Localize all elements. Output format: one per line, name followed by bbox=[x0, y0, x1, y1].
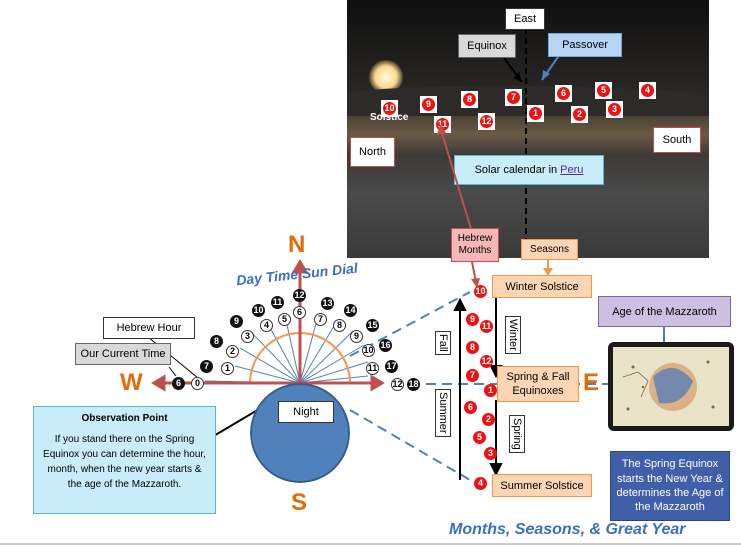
hour-white-7: 7 bbox=[314, 313, 327, 326]
winter-solstice-label: Winter Solstice bbox=[492, 275, 592, 298]
hour-black-15: 15 bbox=[366, 319, 379, 332]
passover-label: Passover bbox=[548, 33, 622, 57]
hour-black-12: 12 bbox=[293, 289, 306, 302]
hour-white-8: 8 bbox=[333, 319, 346, 332]
hour-black-10: 10 bbox=[252, 304, 265, 317]
month-marker-10: 10 bbox=[474, 285, 487, 298]
photo-marker-4: 4 bbox=[641, 84, 654, 97]
hour-black-17: 17 bbox=[385, 360, 398, 373]
photo-marker-5: 5 bbox=[597, 84, 610, 97]
hour-white-11: 11 bbox=[366, 362, 379, 375]
hour-white-12: 12 bbox=[391, 378, 404, 391]
hour-white-2: 2 bbox=[226, 345, 239, 358]
hour-white-1: 1 bbox=[221, 362, 234, 375]
summer-solstice-label: Summer Solstice bbox=[492, 474, 592, 497]
summer-label: Summer bbox=[435, 389, 451, 437]
observation-body: If you stand there on the Spring Equinox… bbox=[43, 434, 206, 490]
month-marker-1: 1 bbox=[484, 384, 497, 397]
photo-marker-7: 7 bbox=[507, 91, 520, 104]
solstice-text: Solstice bbox=[370, 112, 409, 123]
month-marker-4: 4 bbox=[474, 477, 487, 490]
seasons-label: Seasons bbox=[521, 239, 578, 260]
photo-marker-6: 6 bbox=[557, 87, 570, 100]
hour-white-9: 9 bbox=[350, 330, 363, 343]
month-marker-11: 11 bbox=[480, 320, 493, 333]
hour-white-10: 10 bbox=[362, 344, 375, 357]
east-label: East bbox=[505, 8, 545, 30]
photo-marker-10: 10 bbox=[383, 102, 396, 115]
mazzaroth-age-label: Age of the Mazzaroth bbox=[598, 296, 731, 327]
compass-north: N bbox=[288, 231, 306, 258]
hour-white-6: 6 bbox=[293, 306, 306, 319]
night-label: Night bbox=[278, 401, 334, 423]
spring-label: Spring bbox=[509, 415, 525, 453]
hour-white-4: 4 bbox=[260, 319, 273, 332]
hour-white-5: 5 bbox=[278, 313, 291, 326]
equinoxes-label: Spring & Fall Equinoxes bbox=[497, 366, 579, 402]
month-marker-3: 3 bbox=[484, 447, 497, 460]
fall-label: Fall bbox=[435, 331, 451, 355]
footer-title: Months, Seasons, & Great Year bbox=[449, 521, 686, 538]
observation-title: Observation Point bbox=[81, 413, 168, 424]
compass-west: W bbox=[120, 369, 143, 396]
month-marker-8: 8 bbox=[466, 341, 479, 354]
hour-black-9: 9 bbox=[230, 315, 243, 328]
winter-label: Winter bbox=[505, 316, 521, 354]
night-circle bbox=[250, 383, 350, 483]
observation-box: Observation Point If you stand there on … bbox=[33, 406, 216, 514]
month-marker-5: 5 bbox=[473, 431, 486, 444]
photo-marker-2: 2 bbox=[573, 108, 586, 121]
photo-overlay bbox=[503, 8, 561, 258]
hour-black-13: 13 bbox=[321, 297, 334, 310]
spring-equinox-note: The Spring Equinox starts the New Year &… bbox=[610, 451, 730, 521]
north-label: North bbox=[350, 137, 395, 167]
photo-caption: Solar calendar in Peru bbox=[454, 155, 604, 185]
hebrew-hour-label: Hebrew Hour bbox=[103, 317, 195, 339]
hour-black-11: 11 bbox=[271, 296, 284, 309]
caption-text: Solar calendar in bbox=[474, 164, 558, 176]
month-marker-7: 7 bbox=[466, 369, 479, 382]
south-label: South bbox=[653, 127, 701, 153]
hour-black-16: 16 bbox=[379, 339, 392, 352]
zodiac-image bbox=[608, 342, 734, 431]
solar-calendar-photo: East Equinox Passover Solstice North Sou… bbox=[347, 0, 709, 258]
photo-marker-8: 8 bbox=[463, 93, 476, 106]
photo-marker-9: 9 bbox=[422, 98, 435, 111]
hour-white-3: 3 bbox=[241, 330, 254, 343]
equinox-label: Equinox bbox=[458, 34, 516, 58]
hour-black-18: 18 bbox=[407, 378, 420, 391]
month-marker-9: 9 bbox=[466, 313, 479, 326]
hebrew-months-label: Hebrew Months bbox=[451, 228, 499, 262]
month-marker-2: 2 bbox=[482, 413, 495, 426]
photo-marker-12: 12 bbox=[480, 115, 493, 128]
month-marker-12: 12 bbox=[480, 355, 493, 368]
hour-black-14: 14 bbox=[344, 304, 357, 317]
compass-east: E bbox=[583, 369, 600, 396]
hour-black-8: 8 bbox=[210, 335, 223, 348]
hour-black-7: 7 bbox=[200, 360, 213, 373]
current-time-label: Our Current Time bbox=[75, 343, 171, 365]
photo-marker-3: 3 bbox=[608, 103, 621, 116]
hour-black-6: 6 bbox=[172, 377, 185, 390]
peru-link[interactable]: Peru bbox=[560, 164, 584, 176]
photo-marker-1: 1 bbox=[529, 107, 542, 120]
hour-white-0: 0 bbox=[191, 377, 204, 390]
compass-south: S bbox=[291, 489, 308, 516]
zodiac-constellation-icon bbox=[613, 347, 729, 426]
month-marker-6: 6 bbox=[464, 401, 477, 414]
